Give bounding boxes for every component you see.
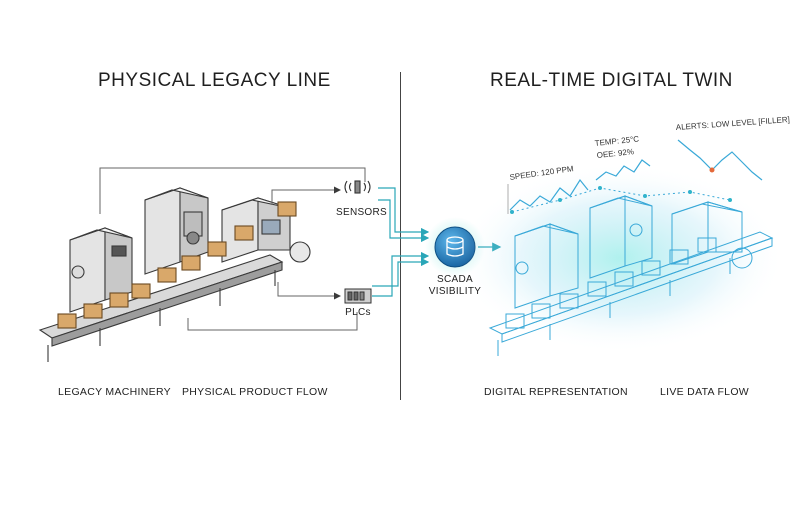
temp-oee-chart <box>595 159 651 181</box>
data-arrows-to-scada <box>372 187 430 297</box>
caption-digital-representation: DIGITAL REPRESENTATION <box>484 386 628 398</box>
alerts-chart <box>677 139 763 181</box>
speed-chart <box>507 178 589 214</box>
caption-live-data-flow: LIVE DATA FLOW <box>660 386 749 398</box>
sensors-label: SENSORS <box>336 207 388 218</box>
right-title: REAL-TIME DIGITAL TWIN <box>490 70 733 91</box>
divider <box>400 72 401 400</box>
metric-oee: OEE: 92% <box>596 147 634 160</box>
scada-label: SCADA VISIBILITY <box>428 274 482 297</box>
machine-2 <box>144 187 209 275</box>
left-title: PHYSICAL LEGACY LINE <box>98 70 331 91</box>
sensor-icon <box>344 180 371 194</box>
twin-glow <box>455 163 785 353</box>
metric-temp: TEMP: 25°C <box>594 134 639 148</box>
left-feedback-lines <box>99 167 366 331</box>
caption-legacy-machinery: LEGACY MACHINERY <box>58 386 171 398</box>
digital-twin-line <box>488 186 774 356</box>
legacy-line <box>38 187 311 362</box>
plc-icon <box>344 288 372 304</box>
product-boxes <box>57 201 297 329</box>
metric-alerts: ALERTS: LOW LEVEL [FILLER] <box>676 115 791 132</box>
plcs-label: PLCs <box>345 307 371 318</box>
caption-physical-flow: PHYSICAL PRODUCT FLOW <box>182 386 328 398</box>
